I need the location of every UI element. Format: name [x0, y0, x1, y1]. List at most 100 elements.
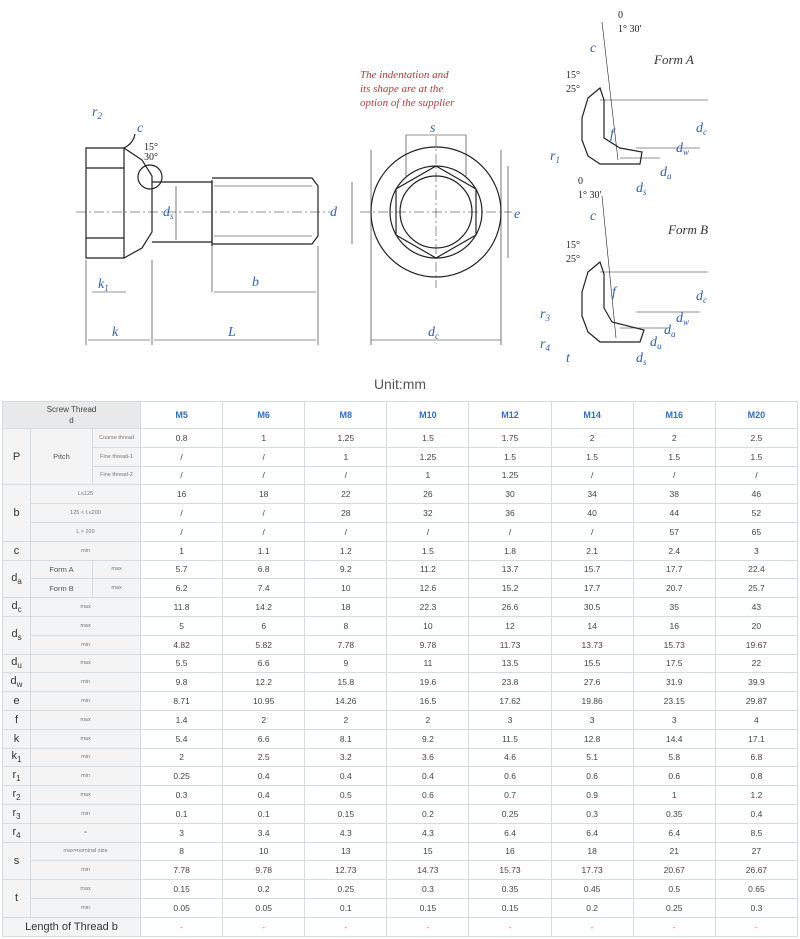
value-cell: 19.6 [386, 672, 470, 693]
svg-text:r1: r1 [550, 149, 560, 165]
value-cell: 6.2 [140, 578, 224, 599]
value-cell: 3 [632, 709, 716, 730]
condition-cell: min [29, 540, 142, 561]
value-cell: 8.71 [140, 691, 224, 711]
condition-cell: min [29, 860, 142, 881]
value-cell: 7.4 [222, 578, 306, 599]
value-cell: / [140, 503, 224, 523]
svg-text:du: du [650, 335, 662, 351]
value-cell: 1.5 [386, 540, 470, 561]
svg-text:da: da [660, 165, 672, 181]
value-cell: 1.8 [468, 540, 552, 561]
value-cell: 0.4 [714, 803, 799, 824]
value-cell: 17.7 [550, 578, 634, 599]
value-cell: 2.1 [550, 540, 634, 561]
value-cell: 5.1 [550, 747, 634, 768]
value-cell: 1.5 [632, 446, 716, 467]
bolt-technical-drawing: r2 c ds d k1 b k L s e dc 15° 30° The in… [76, 10, 708, 367]
value-cell: 52 [714, 503, 799, 523]
value-cell: 1.5 [550, 446, 634, 467]
svg-text:dc: dc [696, 121, 707, 137]
condition-cell: min [29, 897, 142, 918]
value-cell: 15.5 [550, 653, 634, 674]
value-cell: 18 [222, 484, 306, 505]
size-header: M6 [222, 401, 306, 429]
value-cell: / [222, 503, 306, 523]
value-cell: 0.35 [468, 879, 552, 899]
value-cell: 8.1 [304, 728, 388, 749]
value-cell: 14 [550, 615, 634, 636]
row-label: dw [2, 672, 31, 693]
svg-text:dc: dc [428, 325, 439, 341]
value-cell: 2 [632, 428, 716, 448]
svg-text:25°: 25° [566, 254, 580, 265]
value-cell: 0.15 [468, 897, 552, 918]
value-cell: 9.2 [386, 728, 470, 749]
value-cell: 57 [632, 521, 716, 542]
condition-cell: L > 200 [29, 521, 142, 542]
value-cell: 1.5 [714, 446, 799, 467]
row-label: Length of Thread b [1, 916, 142, 937]
value-cell: 1.5 [468, 446, 552, 467]
svg-text:r4: r4 [540, 337, 550, 353]
value-cell: 16 [632, 615, 716, 636]
value-cell: 34 [550, 484, 634, 505]
value-cell: 20.7 [632, 578, 716, 599]
value-cell: - [714, 916, 799, 937]
value-cell: 0.35 [632, 803, 716, 824]
value-cell: 1.25 [386, 446, 470, 467]
value-cell: 46 [714, 484, 799, 505]
value-cell: 4.82 [140, 634, 224, 655]
value-cell: 9.8 [140, 672, 224, 693]
value-cell: 15 [386, 841, 470, 862]
form-cell: Form B [30, 578, 93, 599]
row-label: s [2, 841, 31, 881]
value-cell: / [714, 465, 799, 486]
value-cell: 0.2 [222, 879, 306, 899]
size-header: M5 [140, 401, 224, 429]
form-cell: Form A [30, 559, 93, 580]
value-cell: 8 [304, 615, 388, 636]
size-header: M12 [468, 401, 552, 429]
value-cell: 10.95 [222, 691, 306, 711]
svg-text:c: c [590, 41, 597, 56]
value-cell: 2 [140, 747, 224, 768]
value-cell: 22 [714, 653, 799, 674]
value-cell: / [222, 446, 306, 467]
svg-text:option of the supplier: option of the supplier [360, 97, 455, 109]
row-label: e [2, 691, 31, 711]
value-cell: 30.5 [550, 597, 634, 617]
value-cell: 3.2 [304, 747, 388, 768]
value-cell: 0.6 [550, 766, 634, 787]
value-cell: 0.5 [632, 879, 716, 899]
value-cell: 20.67 [632, 860, 716, 881]
value-cell: 19.67 [714, 634, 799, 655]
condition-cell: max [29, 879, 142, 899]
value-cell: 31.9 [632, 672, 716, 693]
value-cell: 1 [632, 785, 716, 805]
value-cell: 0.6 [468, 766, 552, 787]
row-label: b [2, 484, 31, 542]
value-cell: 23.15 [632, 691, 716, 711]
value-cell: 2.5 [714, 428, 799, 448]
value-cell: 17.1 [714, 728, 799, 749]
value-cell: 0.25 [468, 803, 552, 824]
svg-text:f: f [610, 127, 616, 142]
value-cell: 16 [140, 484, 224, 505]
value-cell: 22.4 [714, 559, 799, 580]
condition-cell: max [91, 578, 142, 599]
size-header: M16 [632, 401, 716, 429]
value-cell: 8.5 [714, 822, 799, 843]
value-cell: 6.6 [222, 653, 306, 674]
value-cell: 30 [468, 484, 552, 505]
value-cell: 6.6 [222, 728, 306, 749]
value-cell: / [632, 465, 716, 486]
value-cell: 0.3 [550, 803, 634, 824]
